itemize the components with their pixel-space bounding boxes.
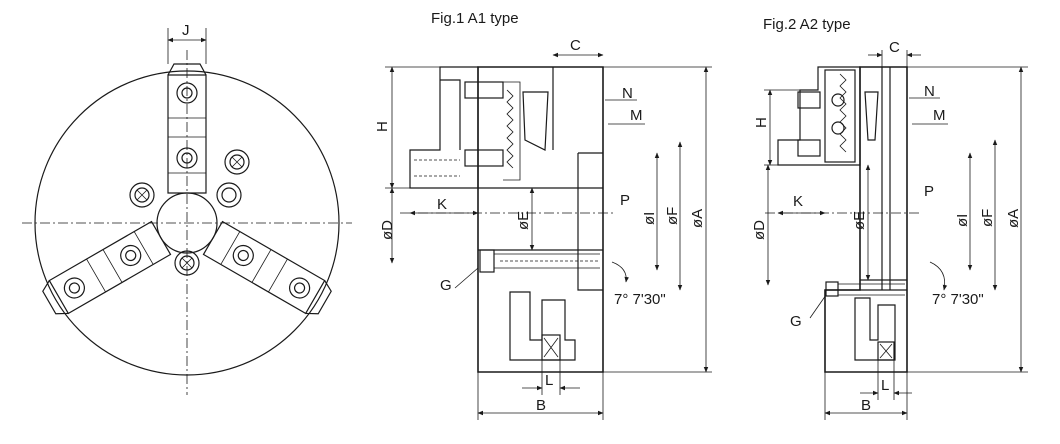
fig1-label-k: K <box>437 196 447 213</box>
fig2-label-m: M <box>933 107 946 124</box>
fig2-jaw <box>777 66 879 166</box>
fig1-label-g: G <box>440 277 452 294</box>
fig2-label-b: B <box>861 397 871 414</box>
fig1-label-a: øA <box>689 209 706 228</box>
jaw-lower-right <box>202 220 332 315</box>
fig2-label-a: øA <box>1005 209 1022 228</box>
fig2-label-k: K <box>793 193 803 210</box>
fig1-label-i: øI <box>641 212 658 225</box>
fig2-label-g: G <box>790 313 802 330</box>
fig1-a1-type: Fig.1 A1 type <box>374 10 712 420</box>
fig1-label-e: øE <box>515 211 532 230</box>
dimension-j: J <box>167 22 207 64</box>
fig1-label-c: C <box>570 37 581 54</box>
fig2-label-n: N <box>924 83 935 100</box>
fig2-label-c: C <box>889 39 900 56</box>
fig1-title: Fig.1 A1 type <box>431 10 519 27</box>
fig2-label-f: øF <box>979 209 996 227</box>
fig1-label-h: H <box>374 121 391 132</box>
label-j: J <box>182 22 190 39</box>
fig2-title: Fig.2 A2 type <box>763 16 851 33</box>
fig2-dimensions: C H N M P K øD øE øI <box>751 39 1028 420</box>
fig1-label-n: N <box>622 85 633 102</box>
fig2-label-e: øE <box>851 211 868 230</box>
jaw-top <box>167 63 207 194</box>
fig2-label-angle: 7° 7'30" <box>932 291 984 308</box>
fig2-mount-bolt <box>825 281 905 297</box>
fig1-lower-jaw <box>509 291 576 361</box>
fig1-body <box>477 66 604 373</box>
fig2-label-p: P <box>924 183 934 200</box>
fig2-a2-type: Fig.2 A2 type <box>751 16 1028 420</box>
fig2-label-d: øD <box>751 220 768 240</box>
fig1-label-angle: 7° 7'30" <box>614 291 666 308</box>
fig2-label-i: øI <box>954 214 971 227</box>
fig2-label-h: H <box>753 117 770 128</box>
fig1-dimensions: C H N M P K øD øE øI <box>374 37 712 420</box>
jaw-lower-left <box>42 220 172 315</box>
fig1-label-b: B <box>536 397 546 414</box>
fig2-label-l: L <box>881 377 889 394</box>
fig1-jaw <box>409 66 549 189</box>
fig1-label-m: M <box>630 107 643 124</box>
fig1-mount-bolt <box>479 249 600 273</box>
fig1-label-f: øF <box>664 207 681 225</box>
pinion-sockets <box>129 149 250 276</box>
fig1-label-p: P <box>620 192 630 209</box>
fig1-label-l: L <box>545 372 553 389</box>
fig2-lower-jaw <box>854 297 896 361</box>
front-view: J <box>22 22 352 395</box>
fig1-label-d: øD <box>379 220 396 240</box>
